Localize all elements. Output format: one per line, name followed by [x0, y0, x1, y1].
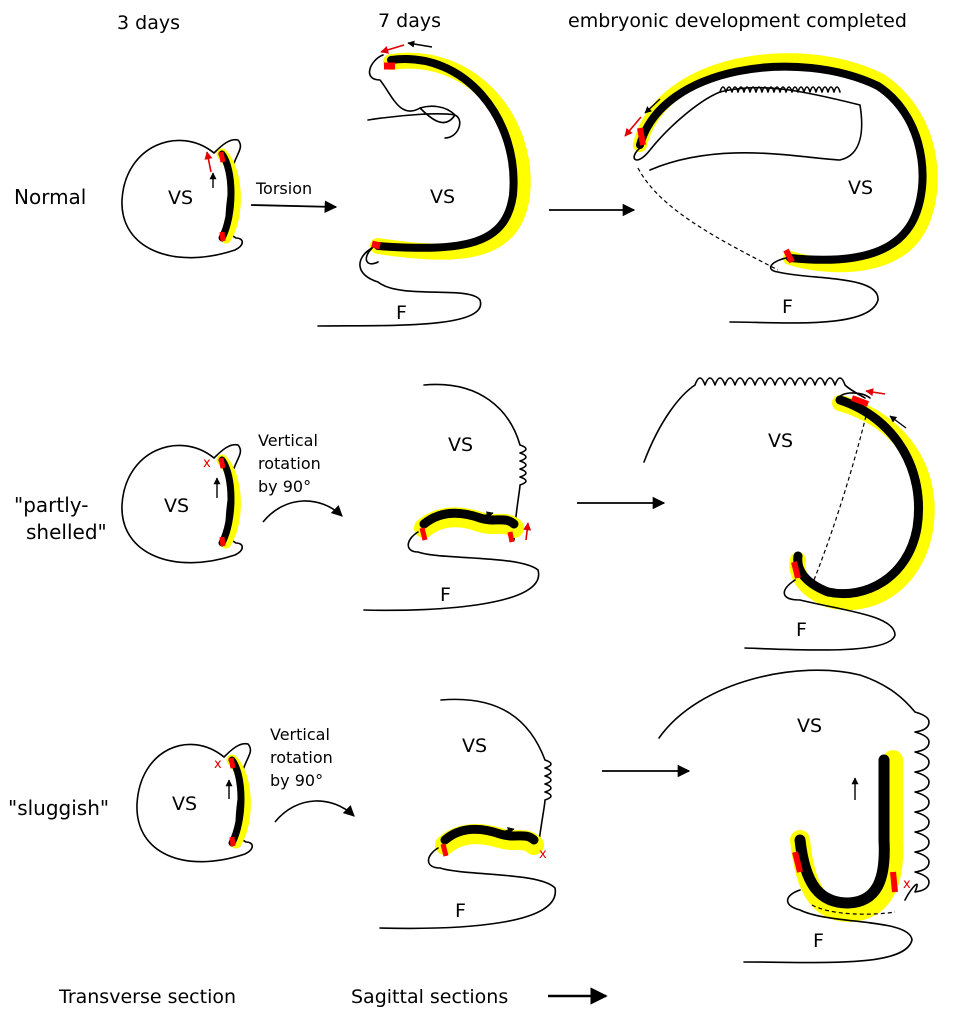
partly-7day-embryo: VS F	[364, 384, 539, 610]
normal-3day-embryo: VS	[122, 140, 242, 258]
vs-label: VS	[168, 187, 193, 209]
vs-label: VS	[172, 793, 197, 815]
x-mark: x	[539, 847, 547, 862]
sluggish-3day-embryo: VS x	[137, 744, 252, 862]
partly-completed-embryo: VS F	[644, 378, 927, 650]
x-mark: x	[203, 456, 211, 471]
footer-transverse-section: Transverse section	[58, 986, 236, 1008]
vs-label: VS	[430, 186, 455, 208]
vs-label: VS	[797, 715, 822, 737]
vs-label: VS	[848, 177, 873, 199]
torsion-arrow	[251, 205, 336, 207]
rotation-label-3: by 90°	[270, 771, 323, 790]
vs-label: VS	[164, 495, 189, 517]
x-mark: x	[903, 877, 911, 892]
normal-completed-embryo: VS F	[625, 60, 931, 323]
header-development-completed: embryonic development completed	[568, 10, 907, 32]
rotation-label-2: rotation	[258, 454, 321, 473]
normal-7day-embryo: VS F	[318, 43, 523, 326]
row-label-normal: Normal	[14, 185, 86, 209]
row-label-partly-shelled-1: "partly-	[14, 493, 88, 517]
header-3-days: 3 days	[117, 12, 180, 34]
f-label: F	[396, 302, 407, 324]
row-label-sluggish: "sluggish"	[8, 796, 109, 820]
row-label-partly-shelled-2: shelled"	[26, 520, 107, 544]
vs-label: VS	[448, 434, 473, 456]
rotation-label-2: rotation	[270, 748, 333, 767]
partly-3day-embryo: VS x	[122, 445, 242, 563]
sluggish-7day-embryo: x VS F	[380, 699, 555, 928]
vs-label: VS	[462, 735, 487, 757]
sluggish-completed-embryo: x VS F	[659, 670, 929, 962]
torsion-label: Torsion	[255, 179, 312, 198]
header-7-days: 7 days	[378, 10, 441, 32]
f-label: F	[455, 900, 466, 922]
rotation-label-3: by 90°	[258, 477, 311, 496]
footer-sagittal-sections: Sagittal sections	[351, 986, 508, 1008]
rotation-label-1: Vertical	[258, 431, 318, 450]
rotation-label-1: Vertical	[270, 725, 330, 744]
f-label: F	[782, 296, 793, 318]
rotation-arrow	[275, 801, 354, 822]
f-label: F	[813, 930, 824, 952]
rotation-arrow	[263, 501, 342, 522]
x-mark: x	[214, 757, 222, 772]
f-label: F	[796, 619, 807, 641]
f-label: F	[440, 584, 451, 606]
vs-label: VS	[768, 430, 793, 452]
